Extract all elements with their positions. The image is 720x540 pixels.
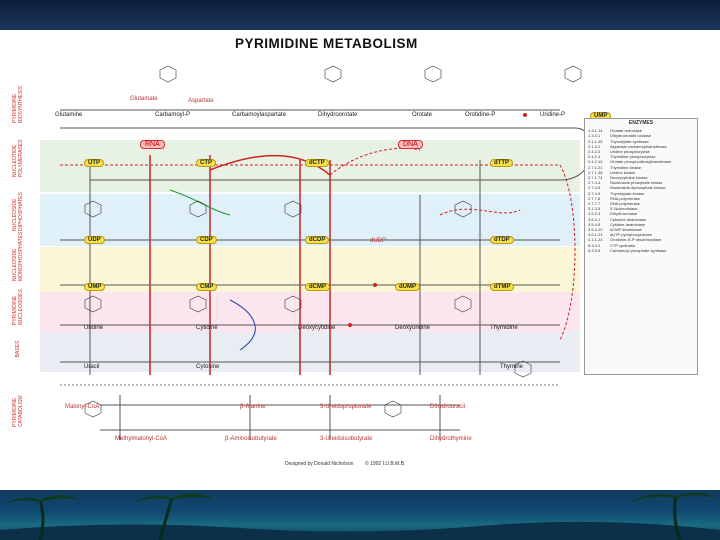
node-dihydrothymine: Dihydrothymine <box>430 436 472 442</box>
node-malonyl-coa: Malonyl-CoA <box>65 404 100 410</box>
diagram-title: PYRIMIDINE METABOLISM <box>235 36 418 51</box>
node-utp: UTP <box>84 159 104 167</box>
node-cdp: CDP <box>196 236 217 244</box>
slide-bottom-banner <box>0 490 720 540</box>
legend-heading: ENZYMES <box>628 120 654 126</box>
node-dudp: dUDP <box>370 238 387 244</box>
node-dna: DNA <box>398 140 423 149</box>
slide-top-bar <box>0 0 720 30</box>
node-cmp: CMP <box>196 283 218 291</box>
node-deoxyuridine: Deoxyuridine <box>395 325 431 331</box>
node-dump: dUMP <box>395 283 420 291</box>
node-dihydroorotate: Dihydroorotate <box>318 112 358 118</box>
palm-tree-graphic <box>0 492 720 540</box>
node-ureidoisobutyrate: 3-Ureidoisobutyrate <box>320 436 373 442</box>
node-orotidine-p: Orotidine-P <box>465 112 496 118</box>
node-uridine: Uridine <box>84 325 104 331</box>
node-dcdp: dCDP <box>305 236 330 244</box>
node-ctp: CTP <box>196 159 216 167</box>
node-udp: UDP <box>84 236 105 244</box>
node-ump: UMP <box>84 283 106 291</box>
node-rna: RNA <box>140 140 165 149</box>
node-thymine: Thymine <box>500 364 524 370</box>
node-beta-alanine: β-Alanine <box>240 404 266 410</box>
node-dttp: dTTP <box>490 159 513 167</box>
node-glutamine: Glutamine <box>55 112 83 118</box>
node-methylmalonyl: Methylmalonyl-CoA <box>115 436 168 442</box>
node-dcmp: dCMP <box>305 283 330 291</box>
node-orotate: Orotate <box>412 112 433 118</box>
node-ureidopropionate: 3-Ureidopropionate <box>320 404 372 410</box>
node-cytosine: Cytosine <box>196 364 220 370</box>
node-thymidine: Thymidine <box>490 325 518 331</box>
node-deoxycytidine: Deoxycytidine <box>298 325 336 331</box>
footer-credit: Designed by Donald Nicholson <box>285 461 354 467</box>
node-cytidine: Cytidine <box>196 325 218 331</box>
node-glutamate: Glutamate <box>130 96 158 102</box>
node-uracil: Uracil <box>84 364 100 370</box>
band-bases <box>40 332 580 372</box>
node-carbamoylaspartate: Carbamoylaspartate <box>232 112 287 118</box>
node-aspartate: Aspartate <box>188 98 214 104</box>
node-dihydrouracil: Dihydrouracil <box>430 404 466 410</box>
node-dctp: dCTP <box>305 159 329 167</box>
node-carbamoyl-p: Carbamoyl-P <box>155 112 191 118</box>
footer-copyright: © 1992 I.U.B.M.B. <box>365 461 406 467</box>
node-uridine-p: Uridine-P <box>540 112 566 118</box>
node-dtmp: dTMP <box>490 283 515 291</box>
node-dtdp: dTDP <box>490 236 514 244</box>
node-b-aminoisobutyrate: β-Aminoisobutyrate <box>225 436 277 442</box>
